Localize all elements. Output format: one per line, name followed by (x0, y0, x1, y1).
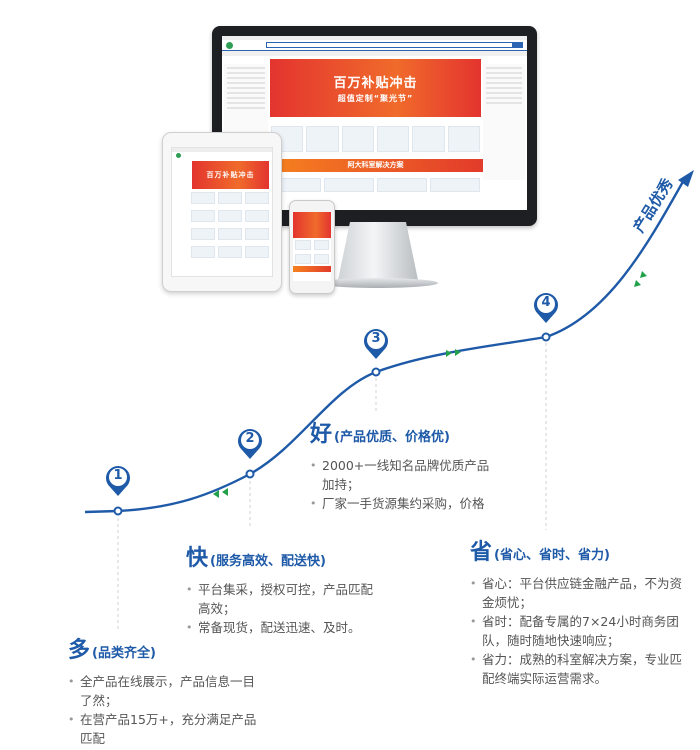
arrow-icon (222, 488, 228, 496)
feature-title: 快 (186, 546, 209, 571)
feature-bullets: 省心：平台供应链金融产品，不为资金烦忧； 省时：配备专属的7×24小时商务团队，… (470, 574, 692, 688)
desktop-banner: 百万补贴冲击 超值定制“聚光节” (270, 59, 481, 117)
green-arrows (213, 271, 647, 498)
arrow-icon (446, 350, 452, 357)
trend-arrowhead-icon (678, 170, 694, 187)
nav-bar (222, 50, 527, 56)
node-dot (541, 332, 551, 342)
feature-subtitle: (服务高效、配送快) (210, 554, 326, 569)
phone-site-screen (293, 212, 331, 281)
bullet-item: 省时：配备专属的7×24小时商务团队，随时随地快速响应； (470, 612, 692, 650)
feature-speed: 快 (服务高效、配送快) 平台集采，授权可控，产品匹配高效； 常备现货，配送迅速… (186, 540, 376, 637)
phone-banner (293, 212, 331, 238)
search-button (513, 42, 523, 48)
monitor-base (318, 278, 438, 288)
bullet-item: 厂家一手货源集约采购，价格 (310, 494, 500, 513)
bullet-item: 省心：平台供应链金融产品，不为资金烦忧； (470, 574, 692, 612)
dashed-guides (117, 337, 547, 632)
banner-line1: 百万补贴冲击 (333, 76, 418, 91)
curve-nodes (113, 332, 551, 516)
bullet-item: 常备现货，配送迅速、及时。 (186, 618, 376, 637)
bullet-item: 在营产品15万+，充分满足产品匹配 (68, 710, 258, 748)
feature-subtitle: (产品优质、价格优) (334, 430, 450, 445)
search-box (266, 42, 513, 48)
phone-icon (289, 200, 335, 294)
feature-bullets: 2000+一线知名品牌优质产品加持； 厂家一手货源集约采购，价格 (310, 456, 500, 513)
feature-bullets: 全产品在线展示，产品信息一目了然； 在营产品15万+，充分满足产品匹配 (68, 672, 258, 748)
feature-saving: 省 (省心、省时、省力) 省心：平台供应链金融产品，不为资金烦忧； 省时：配备专… (470, 534, 692, 688)
news-sidebar (483, 64, 525, 180)
milestone-pin-3: 3 (362, 326, 390, 360)
node-dot (113, 506, 123, 516)
milestone-number: 2 (245, 431, 255, 446)
tablet-site-screen: 百万补贴冲击 (171, 147, 273, 277)
tablet-icon: 百万补贴冲击 (162, 132, 282, 292)
milestone-number: 4 (541, 295, 551, 310)
node-dot (371, 367, 381, 377)
bullet-item: 平台集采，授权可控，产品匹配高效； (186, 580, 376, 618)
feature-bullets: 平台集采，授权可控，产品匹配高效； 常备现货，配送迅速、及时。 (186, 580, 376, 637)
milestone-number: 3 (371, 331, 381, 346)
feature-title: 多 (68, 638, 91, 663)
milestone-pin-4: 4 (532, 290, 560, 324)
milestone-number: 1 (113, 468, 123, 483)
arrow-icon (640, 271, 647, 278)
milestone-pin-1: 1 (104, 463, 132, 497)
feature-subtitle: (品类齐全) (92, 646, 156, 661)
node-dot (245, 469, 255, 479)
banner-line2: 超值定制“聚光节” (337, 94, 414, 103)
feature-quality: 好 (产品优质、价格优) 2000+一线知名品牌优质产品加持； 厂家一手货源集约… (310, 416, 500, 513)
monitor-stand (338, 222, 418, 280)
bullet-item: 全产品在线展示，产品信息一目了然； (68, 672, 258, 710)
bullet-item: 省力：成熟的科室解决方案，专业匹配终端实际运营需求。 (470, 650, 692, 688)
arrow-icon (455, 349, 461, 356)
bullet-item: 2000+一线知名品牌优质产品加持； (310, 456, 500, 494)
feature-subtitle: (省心、省时、省力) (494, 548, 610, 563)
milestone-pin-2: 2 (236, 426, 264, 460)
logo-icon (226, 41, 233, 49)
brand-row (268, 175, 483, 195)
product-row (268, 123, 483, 155)
tablet-banner: 百万补贴冲击 (192, 161, 269, 189)
feature-variety: 多 (品类齐全) 全产品在线展示，产品信息一目了然； 在营产品15万+，充分满足… (68, 632, 258, 748)
feature-title: 好 (310, 422, 333, 447)
solution-strip: 阿大科室解决方案 (268, 159, 483, 172)
arrow-icon (213, 490, 219, 498)
arrow-icon (634, 280, 641, 287)
feature-title: 省 (470, 540, 493, 565)
